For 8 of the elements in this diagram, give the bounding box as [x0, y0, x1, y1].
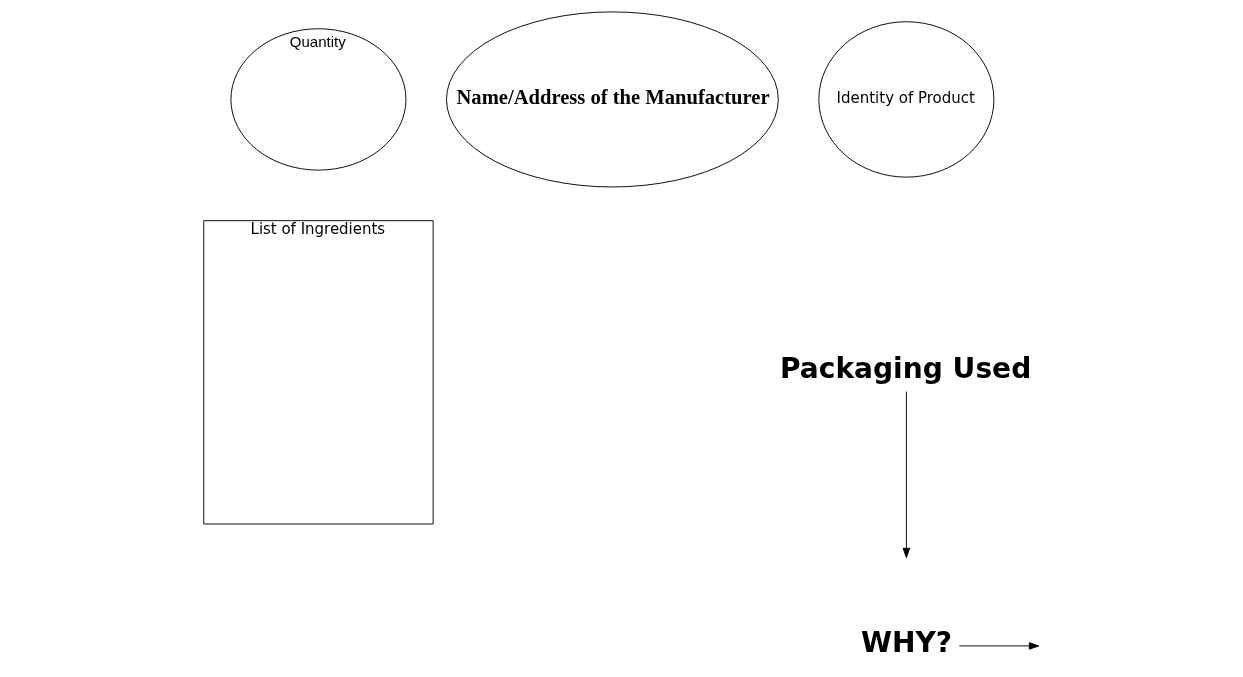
node-ellipse: Name/Address of the Manufacturer	[445, 11, 779, 188]
node-text: Packaging Used	[779, 352, 1031, 386]
arrow	[958, 642, 1039, 650]
node-text: WHY?	[860, 626, 952, 659]
node-box: List of Ingredients	[202, 220, 434, 525]
node-ellipse: Identity of Product	[817, 21, 994, 178]
arrow	[902, 391, 910, 559]
node-ellipse: Quantity	[229, 28, 406, 171]
